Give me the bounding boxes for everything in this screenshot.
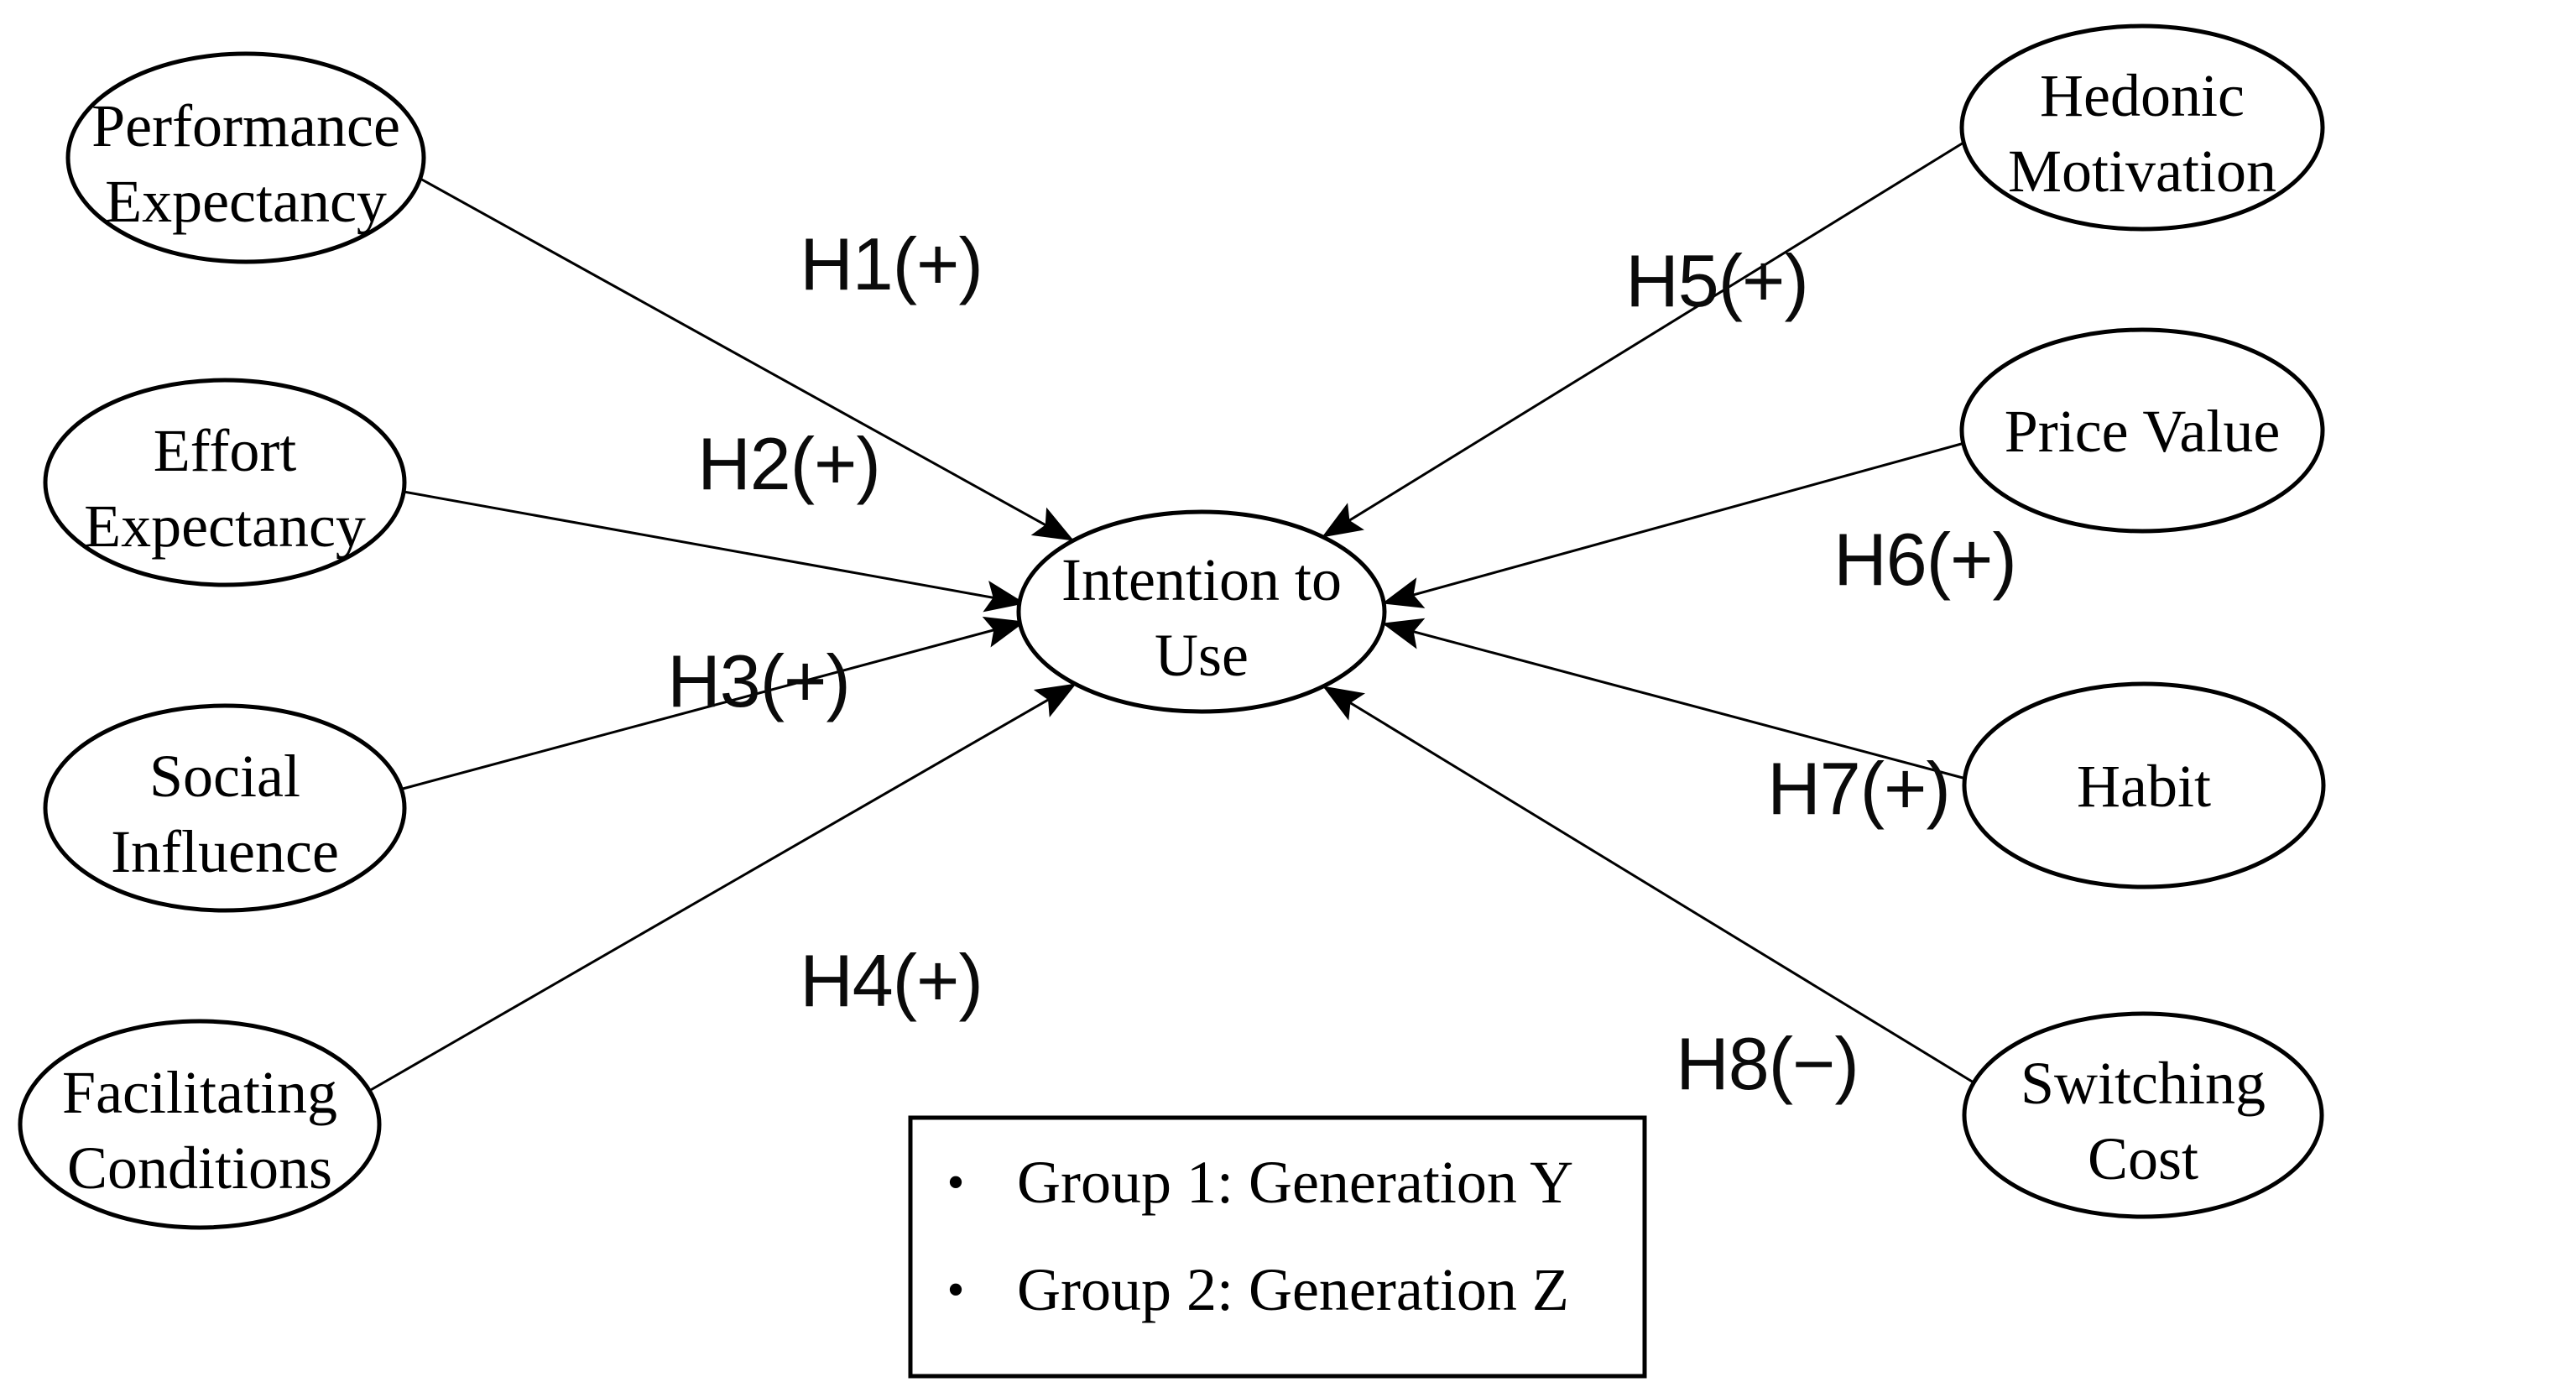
intention-to-use-label-line2: Use [1155, 622, 1249, 689]
legend-bullet-1: • [946, 1155, 964, 1210]
legend-item-group1: Group 1: Generation Y [1017, 1149, 1573, 1216]
switching-cost-label-line2: Cost [2088, 1125, 2198, 1192]
label-h5: H5(+) [1625, 239, 1808, 322]
effort-expectancy-label-line1: Effort [154, 417, 297, 484]
switching-cost-ellipse [1962, 1011, 2324, 1219]
social-influence-label-line1: Social [149, 743, 300, 810]
facilitating-conditions-label-line2: Conditions [67, 1134, 332, 1202]
hypothesis-labels: H1(+) H2(+) H3(+) H4(+) H5(+) H6(+) H7(+… [667, 222, 2017, 1105]
effort-expectancy-label-line2: Expectancy [84, 493, 366, 560]
arrow-h2-effort-to-intention [403, 490, 1025, 613]
performance-expectancy-label-line2: Expectancy [105, 168, 387, 235]
habit-label: Habit [2077, 753, 2211, 820]
node-intention-to-use: Intention to Use [1016, 509, 1387, 714]
node-facilitating-conditions: Facilitating Conditions [18, 1019, 382, 1230]
hedonic-motivation-label-line2: Motivation [2008, 138, 2276, 205]
social-influence-ellipse [43, 703, 407, 913]
node-performance-expectancy: Performance Expectancy [65, 51, 426, 264]
arrow-h1-performance-to-intention [420, 177, 1074, 542]
habit-ellipse [1962, 681, 2326, 889]
legend-bullet-2: • [946, 1262, 964, 1317]
label-h6: H6(+) [1833, 518, 2016, 601]
performance-expectancy-ellipse [65, 51, 426, 264]
legend-item-group2: Group 2: Generation Z [1017, 1256, 1569, 1323]
label-h8: H8(−) [1676, 1022, 1859, 1105]
label-h1: H1(+) [800, 222, 983, 305]
node-effort-expectancy: Effort Expectancy [43, 378, 407, 587]
hedonic-motivation-ellipse [1959, 23, 2325, 232]
price-value-ellipse [1959, 327, 2325, 534]
label-h2: H2(+) [697, 422, 880, 505]
price-value-label: Price Value [2005, 398, 2281, 465]
node-price-value: Price Value [1959, 327, 2325, 534]
node-social-influence: Social Influence [43, 703, 407, 913]
node-switching-cost: Switching Cost [1962, 1011, 2324, 1219]
arrow-h3-social-to-intention [402, 616, 1025, 790]
intention-to-use-label-line1: Intention to [1061, 546, 1342, 613]
arrow-h6-price-to-intention [1382, 441, 1965, 608]
arrow-h4-facilitating-to-intention [368, 682, 1077, 1093]
label-h4: H4(+) [800, 939, 983, 1022]
label-h3: H3(+) [667, 639, 850, 722]
hedonic-motivation-label-line1: Hedonic [2040, 62, 2245, 129]
label-h7: H7(+) [1767, 747, 1950, 830]
performance-expectancy-label-line1: Performance [91, 92, 400, 159]
facilitating-conditions-label-line1: Facilitating [62, 1059, 337, 1126]
social-influence-label-line2: Influence [111, 818, 339, 885]
legend-box [908, 1115, 1647, 1379]
node-habit: Habit [1962, 681, 2326, 889]
arrow-h5-hedonic-to-intention [1322, 141, 1964, 539]
intention-to-use-ellipse [1016, 509, 1387, 714]
switching-cost-label-line1: Switching [2021, 1050, 2266, 1117]
node-hedonic-motivation: Hedonic Motivation [1959, 23, 2325, 232]
facilitating-conditions-ellipse [18, 1019, 382, 1230]
arrow-h7-habit-to-intention [1382, 618, 1967, 780]
arrow-h8-switching-to-intention [1322, 685, 1974, 1084]
effort-expectancy-ellipse [43, 378, 407, 587]
edges [368, 141, 1974, 1093]
legend: • Group 1: Generation Y • Group 2: Gener… [908, 1115, 1647, 1379]
